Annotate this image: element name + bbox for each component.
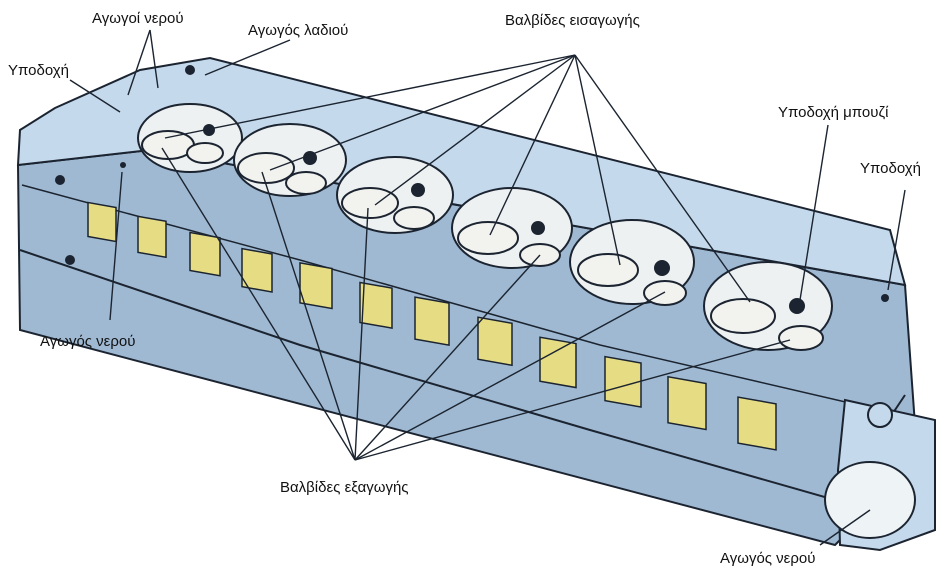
chamber-6 <box>704 262 832 350</box>
label-exhaust-valves: Βαλβίδες εξαγωγής <box>280 479 409 496</box>
label-injector-socket: Υποδοχή μπουζί <box>778 104 888 121</box>
chamber-3 <box>337 157 453 233</box>
side-port <box>738 397 776 450</box>
side-port <box>190 233 220 276</box>
label-water-ducts-top: Αγωγοί νερού <box>92 10 184 27</box>
chamber-1 <box>138 104 242 172</box>
chamber-2 <box>234 124 346 196</box>
label-water-duct-left: Αγωγός νερού <box>40 333 135 350</box>
label-socket-left: Υποδοχή <box>8 62 69 79</box>
label-water-duct-bottom: Αγωγός νερού <box>720 550 815 567</box>
side-port <box>360 282 392 328</box>
side-port <box>478 317 512 365</box>
chamber-4 <box>452 188 572 268</box>
label-socket-right: Υποδοχή <box>860 160 921 177</box>
side-port <box>138 216 166 257</box>
side-port <box>300 263 332 309</box>
side-port <box>415 297 449 345</box>
chamber-5 <box>570 220 694 305</box>
water-outlet-hole <box>825 462 915 538</box>
outlet-boss <box>868 403 892 427</box>
side-port <box>540 337 576 387</box>
label-intake-valves: Βαλβίδες εισαγωγής <box>505 12 640 29</box>
side-port <box>88 203 116 242</box>
label-oil-duct: Αγωγός λαδιού <box>248 22 348 39</box>
side-port <box>668 377 706 430</box>
side-port <box>605 357 641 407</box>
